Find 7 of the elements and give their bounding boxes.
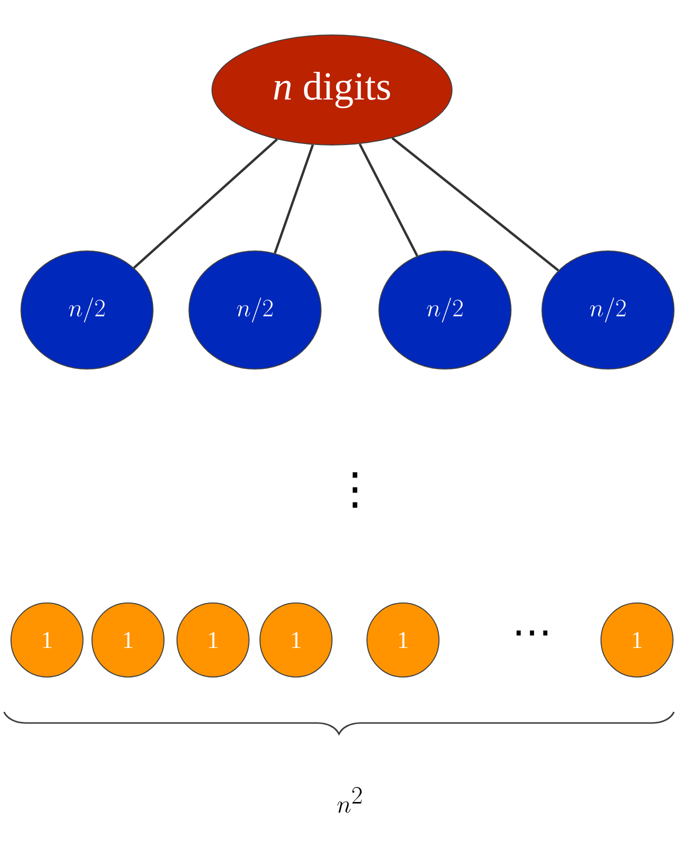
connector-line xyxy=(274,144,314,254)
horizontal-ellipsis: ⋯ xyxy=(516,630,548,636)
brace-label: $n^2$ xyxy=(337,787,362,813)
vertical-ellipsis: ⋮ xyxy=(352,472,358,508)
connector-line xyxy=(358,143,418,256)
connector-line xyxy=(133,138,278,269)
connector-line xyxy=(392,137,560,272)
